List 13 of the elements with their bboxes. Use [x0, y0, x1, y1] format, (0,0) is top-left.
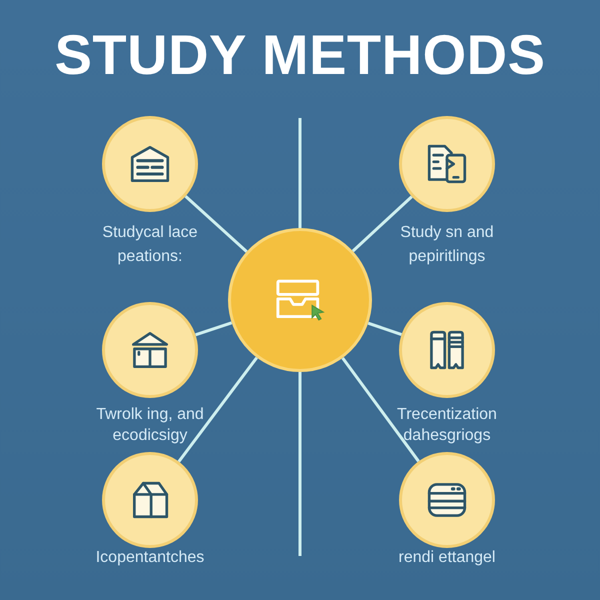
connector-line	[298, 372, 302, 556]
method-caption: Twrolk ing, and ecodicsigy	[95, 405, 205, 446]
connector-line	[298, 118, 302, 228]
method-caption: Study sn and pepiritlings	[399, 223, 495, 267]
title: STUDY METHODS	[54, 22, 546, 88]
connector-line	[352, 196, 413, 252]
connector-line	[341, 357, 420, 462]
connector-line	[178, 356, 258, 462]
connector-line	[184, 195, 248, 253]
method-caption: Trecentization dahesgriogs	[396, 405, 498, 446]
method-caption: Studycal lace peations:	[101, 223, 199, 267]
method-caption: Icopentantches	[94, 548, 206, 568]
method-caption: rendi ettangel	[398, 548, 496, 568]
